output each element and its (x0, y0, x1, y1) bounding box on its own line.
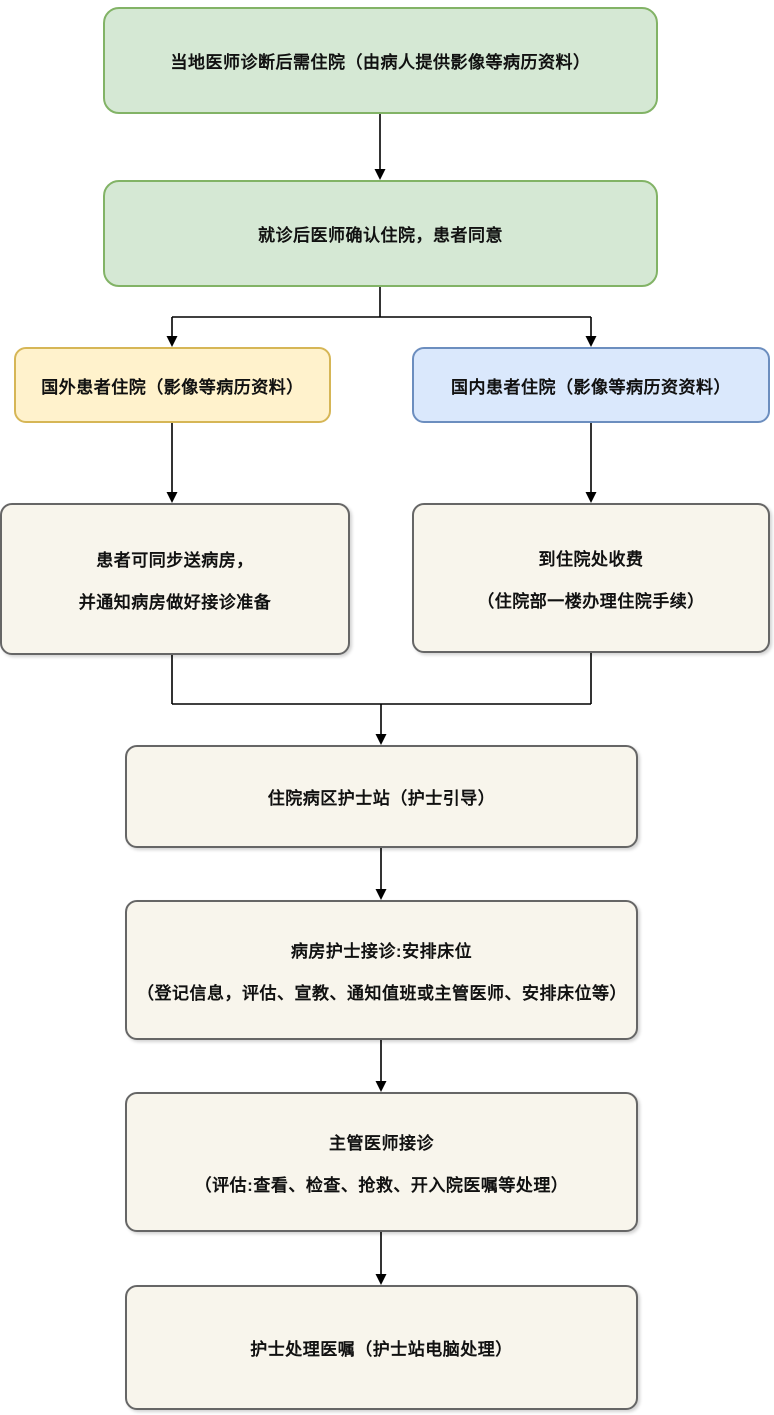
arrow-nurse-to-doctor (375, 1040, 387, 1092)
node-label-line1: 病房护士接诊:安排床位 (290, 941, 473, 961)
node-nurse-orders: 护士处理医嘱（护士站电脑处理） (125, 1285, 638, 1410)
node-ward-nurse-station: 住院病区护士站（护士引导） (125, 745, 638, 848)
node-label-line2: （评估:查看、检查、抢救、开入院医嘱等处理） (194, 1175, 569, 1195)
node-local-diagnosis: 当地医师诊断后需住院（由病人提供影像等病历资料） (103, 7, 658, 114)
node-label: 护士处理医嘱（护士站电脑处理） (250, 1340, 513, 1359)
node-admission-payment: 到住院处收费 （住院部一楼办理住院手续） (412, 503, 770, 653)
arrow-domestic-to-payment (585, 423, 597, 503)
node-doctor-reception: 主管医师接诊 （评估:查看、检查、抢救、开入院医嘱等处理） (125, 1092, 638, 1232)
node-label-line1: 到住院处收费 (538, 549, 644, 569)
arrow-local-diagnosis-to-confirm (374, 114, 386, 180)
node-domestic-patient: 国内患者住院（影像等病历资资料） (412, 347, 770, 423)
node-label-line1: 患者可同步送病房， (96, 550, 254, 570)
node-label: 就诊后医师确认住院，患者同意 (258, 226, 503, 245)
node-label: 国内患者住院（影像等病历资资料） (451, 377, 731, 397)
node-foreign-patient: 国外患者住院（影像等病历资料） (14, 347, 331, 423)
node-nurse-reception: 病房护士接诊:安排床位 （登记信息，评估、宣教、通知值班或主管医师、安排床位等） (125, 900, 638, 1040)
node-label: 住院病区护士站（护士引导） (267, 789, 496, 808)
arrow-station-to-nurse-reception (375, 848, 387, 900)
node-label-line2: （登记信息，评估、宣教、通知值班或主管医师、安排床位等） (137, 983, 627, 1003)
arrow-foreign-to-ward (166, 423, 178, 503)
node-label: 当地医师诊断后需住院（由病人提供影像等病历资料） (170, 53, 591, 72)
node-label-line1: 主管医师接诊 (329, 1133, 434, 1153)
node-label-line2: 并通知病房做好接诊准备 (78, 592, 272, 612)
node-label-line2: （住院部一楼办理住院手续） (477, 591, 705, 611)
node-send-to-ward: 患者可同步送病房， 并通知病房做好接诊准备 (0, 503, 350, 655)
node-confirm-admission: 就诊后医师确认住院，患者同意 (103, 180, 658, 287)
node-label: 国外患者住院（影像等病历资料） (41, 377, 304, 397)
merge-to-nurse-station (171, 653, 592, 745)
arrow-doctor-to-orders (375, 1232, 387, 1285)
branch-confirm-to-patients (166, 287, 597, 347)
